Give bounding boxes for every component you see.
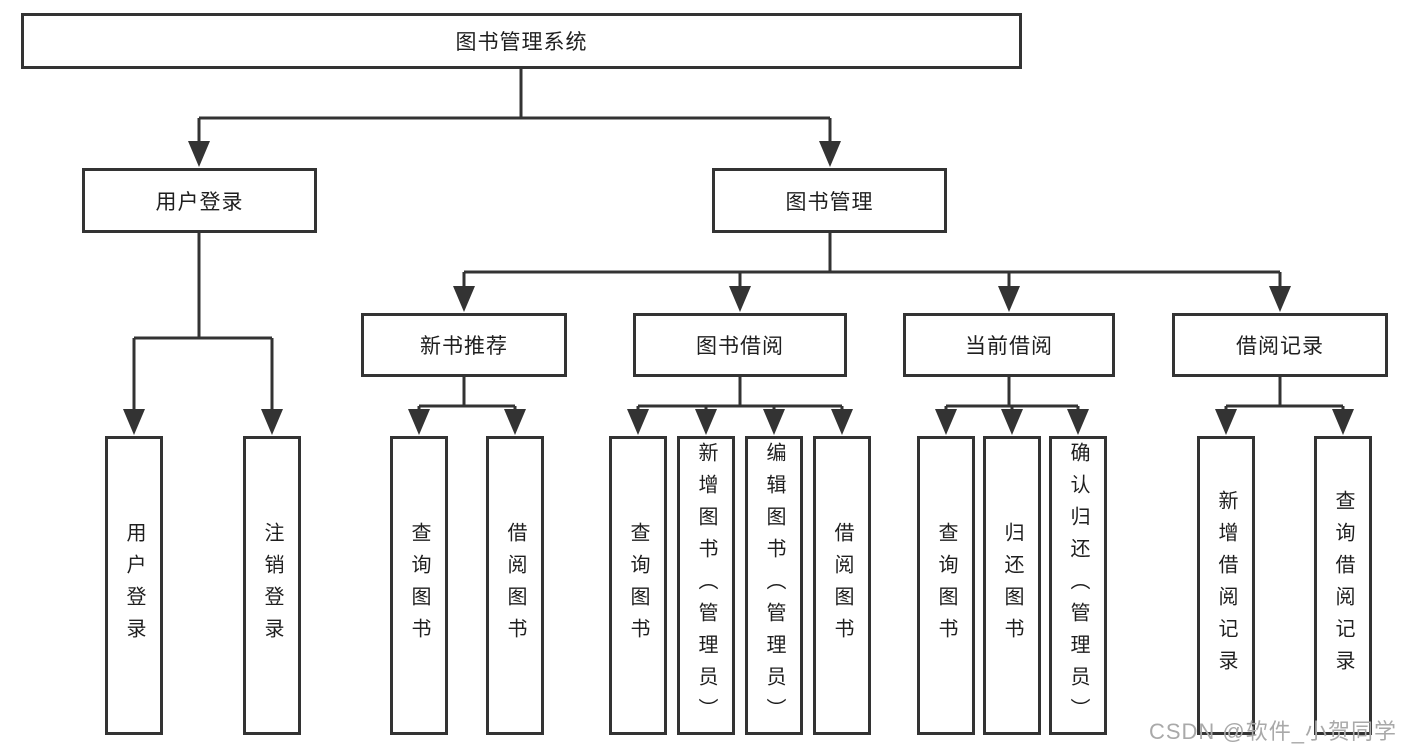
node-current-borrowing-label: 当前借阅 (965, 335, 1053, 358)
arrowhead (935, 409, 957, 435)
node-borrowing-records-label: 借阅记录 (1236, 335, 1324, 358)
leaf-logout-label: 注销登录 (261, 521, 283, 650)
leaf-current-query-books: 查询图书 (917, 436, 975, 735)
connector-current-borrowing-to-leaves (935, 377, 1089, 435)
leaf-add-borrow-record: 新增借阅记录 (1197, 436, 1255, 735)
arrowhead (1001, 409, 1023, 435)
leaf-confirm-return-admin: 确认归还（管理员） (1049, 436, 1107, 735)
arrowhead (188, 141, 210, 167)
node-user-login-label: 用户登录 (155, 190, 244, 214)
leaf-logout: 注销登录 (243, 436, 301, 735)
leaf-recommend-query-books: 查询图书 (390, 436, 448, 735)
arrowhead (1332, 409, 1354, 435)
leaf-confirm-return-admin-label: 确认归还（管理员） (1067, 441, 1089, 730)
leaf-current-query-books-label: 查询图书 (935, 521, 957, 650)
node-user-login: 用户登录 (82, 168, 317, 233)
arrowhead (1215, 409, 1237, 435)
arrowhead (1269, 286, 1291, 312)
leaf-query-borrow-record: 查询借阅记录 (1314, 436, 1372, 735)
leaf-borrowing-borrow-books-label: 借阅图书 (831, 521, 853, 650)
leaf-add-books-admin-label: 新增图书（管理员） (695, 441, 717, 730)
connector-user-login-to-children (123, 233, 283, 435)
leaf-recommend-borrow-books-label: 借阅图书 (504, 521, 526, 650)
node-borrowing-records: 借阅记录 (1172, 313, 1388, 377)
node-book-borrowing-label: 图书借阅 (696, 335, 784, 358)
connector-borrowing-records-to-leaves (1215, 377, 1354, 435)
connector-new-book-recommend-to-leaves (408, 377, 526, 435)
arrowhead (261, 409, 283, 435)
leaf-query-borrow-record-label: 查询借阅记录 (1332, 489, 1354, 682)
leaf-return-books-label: 归还图书 (1001, 521, 1023, 650)
leaf-borrowing-query-books: 查询图书 (609, 436, 667, 735)
leaf-user-login-label: 用户登录 (123, 521, 145, 650)
leaf-edit-books-admin-label: 编辑图书（管理员） (763, 441, 785, 730)
node-root-system: 图书管理系统 (21, 13, 1022, 69)
connector-book-borrowing-to-leaves (627, 377, 853, 435)
leaf-add-books-admin: 新增图书（管理员） (677, 436, 735, 735)
leaf-user-login: 用户登录 (105, 436, 163, 735)
leaf-return-books: 归还图书 (983, 436, 1041, 735)
csdn-watermark: CSDN @软件_小贺同学 (1148, 719, 1397, 744)
arrowhead (695, 409, 717, 435)
arrowhead (729, 286, 751, 312)
leaf-borrowing-query-books-label: 查询图书 (627, 521, 649, 650)
connector-book-management-to-level3 (453, 233, 1291, 312)
node-new-book-recommend: 新书推荐 (361, 313, 567, 377)
leaf-recommend-borrow-books: 借阅图书 (486, 436, 544, 735)
arrowhead (831, 409, 853, 435)
arrowhead (1067, 409, 1089, 435)
arrowhead (504, 409, 526, 435)
arrowhead (998, 286, 1020, 312)
leaf-add-borrow-record-label: 新增借阅记录 (1215, 489, 1237, 682)
node-book-management: 图书管理 (712, 168, 947, 233)
arrowhead (819, 141, 841, 167)
node-book-management-label: 图书管理 (785, 190, 874, 214)
leaf-borrowing-borrow-books: 借阅图书 (813, 436, 871, 735)
arrowhead (763, 409, 785, 435)
leaf-recommend-query-books-label: 查询图书 (408, 521, 430, 650)
node-root-system-label: 图书管理系统 (455, 31, 588, 54)
connector-root-to-level2 (188, 69, 841, 167)
arrowhead (627, 409, 649, 435)
arrowhead (408, 409, 430, 435)
arrowhead (453, 286, 475, 312)
node-new-book-recommend-label: 新书推荐 (420, 335, 508, 358)
node-book-borrowing: 图书借阅 (633, 313, 847, 377)
node-current-borrowing: 当前借阅 (903, 313, 1115, 377)
leaf-edit-books-admin: 编辑图书（管理员） (745, 436, 803, 735)
arrowhead (123, 409, 145, 435)
